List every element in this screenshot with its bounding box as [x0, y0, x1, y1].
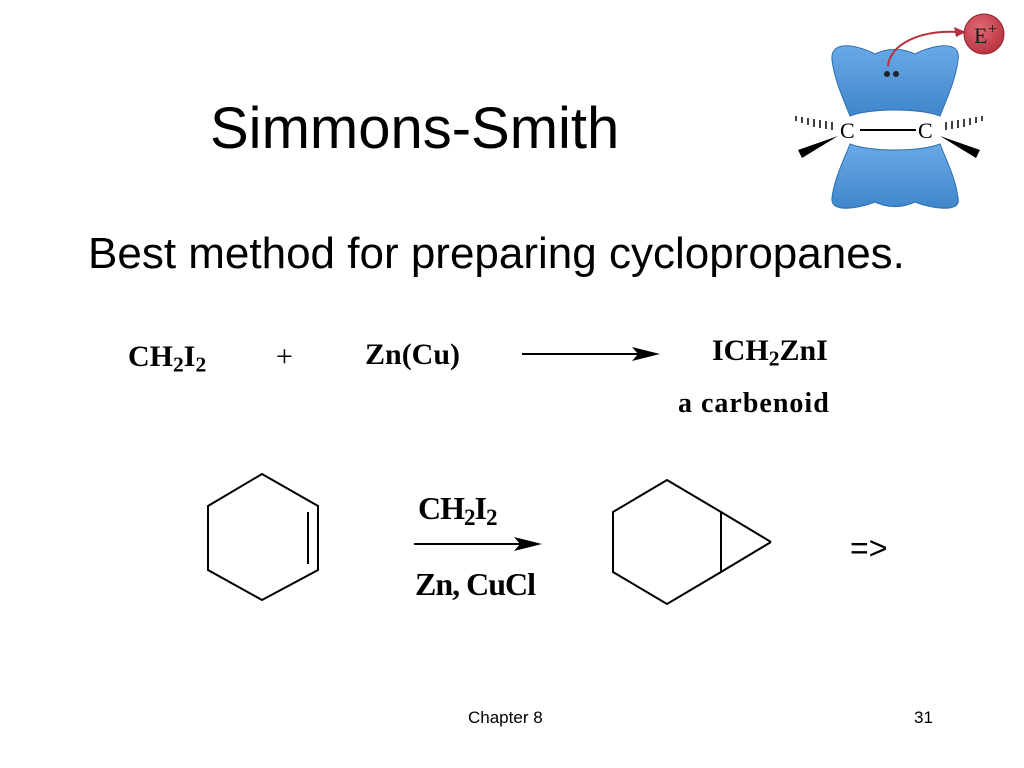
atom-right-label: C [918, 118, 933, 143]
electrophile-sphere [963, 13, 1005, 55]
carbenoid-label: a carbenoid [678, 388, 830, 419]
formula-subscript: 2 [173, 352, 184, 377]
hashed-bond-right [945, 116, 983, 130]
formula-part: CH [128, 340, 173, 373]
plus-sign: + [276, 340, 293, 373]
electrophile-label: E [974, 23, 987, 48]
cyclopropane-edge [720, 541, 772, 573]
electron-dot [884, 71, 890, 77]
footer-page-number: 31 [914, 708, 933, 727]
norcarane-structure [612, 478, 772, 606]
product-carbenoid: ICH2ZnI [712, 334, 828, 370]
hashed-bond-left [795, 116, 833, 130]
arrowhead-icon [954, 27, 966, 37]
formula-part: ZnI [779, 334, 828, 367]
pi-orbital-bottom-lobe [831, 143, 959, 209]
reagent-zinc-cucl: Zn, CuCl [415, 566, 536, 602]
cyclohexene-structure [207, 472, 319, 602]
atom-left-label: C [840, 118, 855, 143]
formula-part: ICH [712, 334, 769, 367]
wedge-bond-left [798, 136, 838, 158]
footer-chapter: Chapter 8 [468, 708, 543, 727]
formula-subscript: 2 [768, 346, 780, 371]
formula-subscript: 2 [485, 503, 497, 530]
formula-part: I [183, 340, 196, 373]
wedge-bond-right [940, 136, 980, 158]
reactant-zinc-copper: Zn(Cu) [365, 338, 461, 371]
reagent-diiodomethane: CH2I2 [418, 490, 497, 528]
formula-part: CH [418, 490, 465, 526]
formula-subscript: 2 [464, 503, 475, 530]
curved-arrow-icon [887, 30, 959, 67]
reaction-arrow-2 [414, 537, 542, 551]
slide-title: Simmons-Smith [210, 96, 620, 161]
reactant-diiodomethane: CH2I2 [128, 340, 206, 376]
formula-subscript: 2 [195, 352, 207, 377]
electrophile-charge: + [988, 21, 997, 38]
cyclopropane-edge [720, 511, 772, 543]
pi-bond-orbital-figure: E + C C [795, 13, 1005, 209]
reaction-arrow-1 [522, 347, 660, 361]
electron-dot [893, 71, 899, 77]
pi-orbital-top-lobe [831, 45, 959, 117]
next-slide-marker: => [850, 530, 888, 566]
formula-part: I [474, 490, 487, 526]
slide-subtitle: Best method for preparing cyclopropanes. [88, 229, 905, 278]
